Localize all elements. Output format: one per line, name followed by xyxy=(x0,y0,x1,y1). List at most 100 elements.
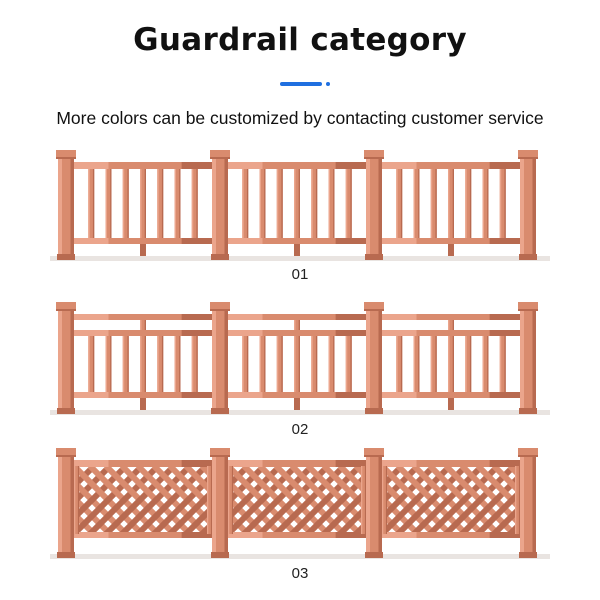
post-cap xyxy=(364,150,384,159)
mid-rail xyxy=(74,330,212,336)
post-cap xyxy=(210,302,230,311)
lattice-slat xyxy=(167,491,208,534)
top-rail xyxy=(74,162,212,169)
baluster xyxy=(122,336,129,392)
baluster xyxy=(140,169,146,238)
baluster xyxy=(311,169,318,238)
lattice-panel xyxy=(386,466,600,534)
fence-03-drawing xyxy=(0,448,600,559)
lattice-slat xyxy=(0,466,62,534)
baluster xyxy=(430,336,437,392)
lattice-slat xyxy=(542,466,600,534)
mid-rail xyxy=(382,330,520,336)
frame-side xyxy=(515,466,520,534)
post-cap xyxy=(364,302,384,311)
baluster xyxy=(191,169,198,238)
baluster xyxy=(482,169,489,238)
bottom-rail xyxy=(382,532,520,538)
baluster xyxy=(191,336,198,392)
baluster xyxy=(499,336,506,392)
ground-shadow xyxy=(50,410,550,415)
lattice-slat xyxy=(0,466,46,534)
fence-01-image xyxy=(0,148,600,266)
top-rail xyxy=(228,162,366,169)
lattice-slat xyxy=(590,466,600,534)
baluster xyxy=(311,336,318,392)
bottom-rail xyxy=(228,532,366,538)
baluster xyxy=(396,169,403,238)
baluster xyxy=(413,336,420,392)
baluster xyxy=(345,336,352,392)
baluster xyxy=(88,169,95,238)
baluster xyxy=(430,169,437,238)
lattice-slat xyxy=(574,466,600,534)
baluster xyxy=(105,336,112,392)
top-rail xyxy=(382,460,520,467)
baluster xyxy=(276,169,283,238)
bottom-rail xyxy=(228,392,366,398)
top-rail xyxy=(382,162,520,169)
post-base xyxy=(365,408,383,414)
post-cap xyxy=(56,448,76,457)
baluster xyxy=(174,336,181,392)
post-cap xyxy=(210,150,230,159)
baluster xyxy=(242,169,249,238)
post-base xyxy=(519,254,537,260)
baluster xyxy=(157,336,164,392)
rail-spacer xyxy=(140,320,146,330)
lattice-slat xyxy=(491,507,516,534)
bottom-rail xyxy=(74,392,212,398)
lattice-slat xyxy=(558,466,600,534)
lattice-slat xyxy=(574,466,600,534)
baluster xyxy=(482,336,489,392)
title-accent-dot xyxy=(326,82,330,86)
lattice-slat xyxy=(475,491,516,534)
post-base xyxy=(519,408,537,414)
lattice-slat xyxy=(0,466,62,534)
baluster xyxy=(105,169,112,238)
post-base xyxy=(57,408,75,414)
baluster xyxy=(174,169,181,238)
baluster xyxy=(242,336,249,392)
lattice-slat xyxy=(321,491,362,534)
lattice-slat xyxy=(337,507,362,534)
baluster xyxy=(396,336,403,392)
post-cap xyxy=(56,302,76,311)
bottom-rail xyxy=(74,238,212,244)
post-base xyxy=(365,254,383,260)
baluster xyxy=(448,336,454,392)
post-base xyxy=(211,408,229,414)
lattice-panel xyxy=(0,466,208,534)
rail-spacer xyxy=(294,320,300,330)
lattice-slat xyxy=(526,466,594,534)
baluster xyxy=(328,169,335,238)
mid-rail xyxy=(228,330,366,336)
top-rail xyxy=(382,314,520,320)
lattice-slat xyxy=(305,475,362,534)
rail-foot xyxy=(140,244,146,258)
baluster xyxy=(157,169,164,238)
rail-spacer xyxy=(448,320,454,330)
bottom-rail xyxy=(382,392,520,398)
post-cap xyxy=(518,448,538,457)
post-base xyxy=(211,254,229,260)
post-cap xyxy=(518,302,538,311)
post-base xyxy=(211,552,229,558)
fence-01-label: 01 xyxy=(291,266,309,283)
lattice-slat xyxy=(151,475,208,534)
lattice-slat xyxy=(183,507,208,534)
frame-side xyxy=(361,466,366,534)
baluster xyxy=(88,336,95,392)
top-rail xyxy=(74,314,212,320)
fence-03-image xyxy=(0,446,600,564)
baluster xyxy=(465,336,472,392)
lattice-slat xyxy=(542,466,600,534)
bottom-rail xyxy=(74,532,212,538)
post-cap xyxy=(364,448,384,457)
title-accent-bar xyxy=(280,82,330,86)
baluster xyxy=(259,169,266,238)
frame-side xyxy=(228,466,233,534)
post-cap xyxy=(56,150,76,159)
lattice-slat xyxy=(337,466,362,493)
lattice-panel xyxy=(232,466,362,534)
